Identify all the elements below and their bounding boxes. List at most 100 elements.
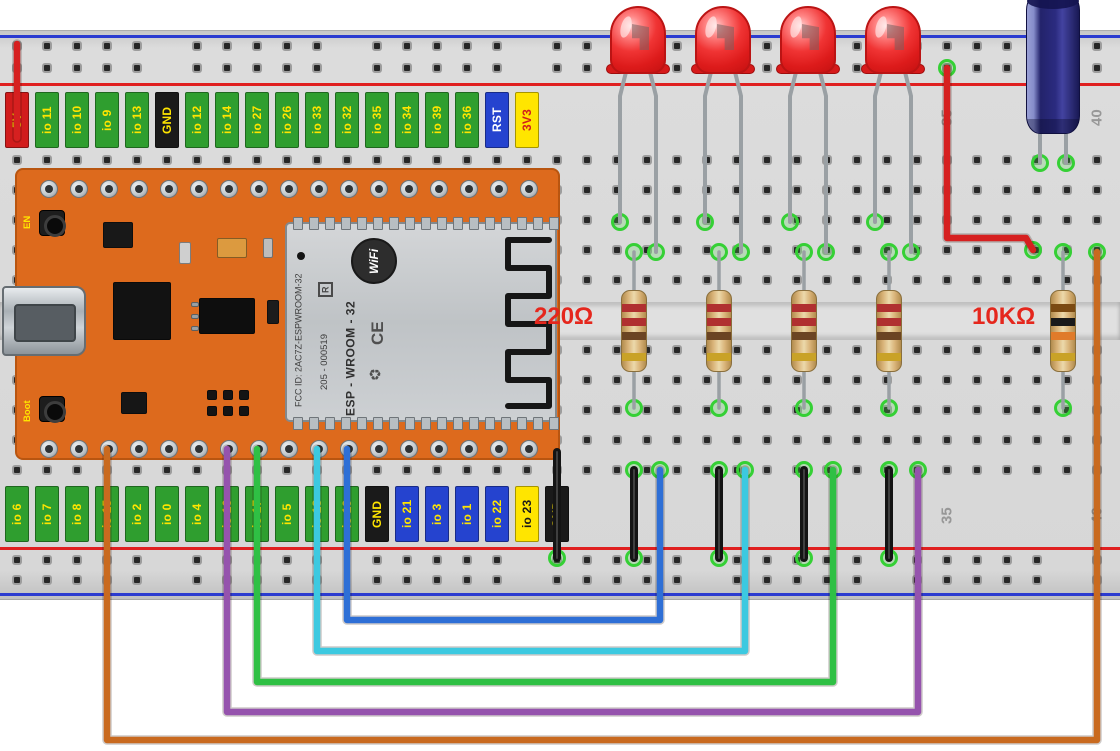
breadboard-hole — [162, 465, 172, 475]
resistor-220 — [621, 290, 647, 372]
breadboard-hole — [762, 435, 772, 445]
breadboard-rail-hole — [612, 555, 622, 565]
breadboard-hole — [852, 155, 862, 165]
breadboard-rail-hole — [192, 41, 202, 51]
resistor-band — [877, 353, 901, 361]
breadboard-hole — [672, 155, 682, 165]
resistor-band — [622, 332, 646, 340]
breadboard-hole — [1002, 435, 1012, 445]
breadboard-rail-hole — [1002, 575, 1012, 585]
esp32-pin — [400, 440, 418, 458]
breadboard-rail-hole — [402, 575, 412, 585]
breadboard-hole — [1032, 185, 1042, 195]
breadboard-hole — [822, 435, 832, 445]
module-pad — [421, 217, 431, 230]
breadboard-rail-hole — [762, 575, 772, 585]
breadboard-rail-hole — [732, 575, 742, 585]
breadboard-hole — [912, 275, 922, 285]
breadboard-rail-hole — [372, 63, 382, 73]
breadboard-hole — [462, 465, 472, 475]
breadboard-rail-hole — [372, 41, 382, 51]
breadboard-rail-hole — [102, 63, 112, 73]
breadboard-hole — [822, 405, 832, 415]
breadboard-hole — [342, 155, 352, 165]
module-pad — [485, 217, 495, 230]
breadboard-hole — [942, 345, 952, 355]
breadboard-hole — [1092, 155, 1102, 165]
breadboard-hole — [492, 465, 502, 475]
breadboard-rail-hole — [432, 555, 442, 565]
breadboard-rail-hole — [462, 555, 472, 565]
module-pad — [517, 417, 527, 430]
breadboard-hole — [1002, 275, 1012, 285]
resistor-band — [1051, 304, 1075, 312]
module-pad — [501, 417, 511, 430]
module-pad — [341, 417, 351, 430]
esp32-pin — [430, 180, 448, 198]
breadboard-hole — [1002, 185, 1012, 195]
breadboard-rail-hole — [1032, 555, 1042, 565]
micro-usb-connector — [2, 286, 86, 356]
breadboard-hole — [582, 245, 592, 255]
breadboard-rail-hole — [432, 575, 442, 585]
breadboard-rail-hole — [1092, 63, 1102, 73]
usb-slot — [14, 304, 76, 342]
breadboard-hole — [612, 465, 622, 475]
breadboard-rail-hole — [372, 555, 382, 565]
solder-pad — [239, 406, 249, 416]
resistor-band — [707, 304, 731, 312]
resistor-band — [622, 318, 646, 326]
breadboard-rail-hole — [552, 63, 562, 73]
power-wire-red-right — [943, 64, 1037, 254]
breadboard-rail-hole — [1092, 41, 1102, 51]
breadboard-hole — [462, 155, 472, 165]
breadboard-hole — [762, 465, 772, 475]
esp32-pin — [280, 440, 298, 458]
breadboard-hole — [972, 155, 982, 165]
breadboard-hole — [972, 405, 982, 415]
breadboard-rail-hole — [762, 41, 772, 51]
module-pad — [309, 217, 319, 230]
module-pad — [437, 417, 447, 430]
breadboard-hole — [762, 375, 772, 385]
module-pad — [469, 417, 479, 430]
breadboard-hole — [852, 435, 862, 445]
resistor-220 — [706, 290, 732, 372]
breadboard-rail-hole — [972, 575, 982, 585]
breadboard-hole — [762, 185, 772, 195]
breadboard-rail-hole — [222, 63, 232, 73]
breadboard-rail-hole — [492, 41, 502, 51]
breadboard-hole — [912, 345, 922, 355]
breadboard-hole — [582, 155, 592, 165]
smd-component — [191, 302, 199, 307]
breadboard-rail-hole — [252, 63, 262, 73]
breadboard-rail-hole — [1032, 575, 1042, 585]
module-pad — [325, 217, 335, 230]
breadboard-hole — [102, 155, 112, 165]
breadboard-rail-hole — [942, 575, 952, 585]
breadboard-hole — [1062, 215, 1072, 225]
boot-button — [39, 396, 66, 423]
negative-rail-line-top — [0, 35, 1120, 38]
breadboard-hole — [732, 275, 742, 285]
breadboard-hole — [942, 435, 952, 445]
module-pad — [293, 417, 303, 430]
resistor-band — [1051, 318, 1075, 326]
breadboard-hole — [672, 215, 682, 225]
breadboard-hole — [1002, 375, 1012, 385]
signal-wire-cyan — [313, 445, 749, 655]
breadboard-rail-hole — [672, 41, 682, 51]
breadboard-hole — [882, 375, 892, 385]
breadboard-hole — [522, 465, 532, 475]
breadboard-rail-hole — [42, 575, 52, 585]
resistor-band — [707, 318, 731, 326]
breadboard-rail-hole — [72, 63, 82, 73]
smd-component — [263, 238, 273, 258]
breadboard-rail-hole — [672, 575, 682, 585]
breadboard-rail-hole — [582, 63, 592, 73]
resistor-band — [877, 318, 901, 326]
breadboard-rail-hole — [852, 555, 862, 565]
breadboard-rail-hole — [792, 575, 802, 585]
breadboard-hole — [852, 375, 862, 385]
breadboard-hole — [612, 435, 622, 445]
